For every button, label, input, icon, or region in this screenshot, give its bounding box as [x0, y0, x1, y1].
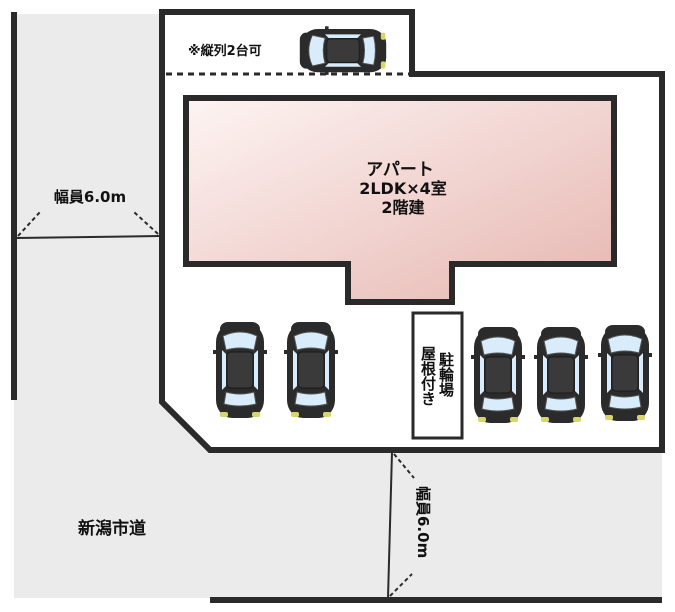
- dimension-tick-left: [133, 211, 159, 235]
- dimension-tick-bottom: [389, 573, 413, 597]
- dimension-tick-left: [17, 211, 41, 237]
- building-label-line2: 2LDK×4室: [359, 179, 447, 198]
- car-icon: [299, 25, 387, 76]
- city-road-label: 新潟市道: [78, 518, 146, 539]
- road-width-bottom-label: 幅員6.0m: [414, 486, 432, 558]
- dimension-line-left: [15, 235, 161, 239]
- road-left: [14, 14, 162, 404]
- dimension-tick-bottom: [393, 453, 415, 479]
- bicycle-label-col2: 駐輪場: [437, 351, 455, 398]
- tandem-parking-label: ※縦列2台可: [188, 43, 262, 59]
- apartment-building: [183, 95, 617, 305]
- bicycle-parking: [411, 311, 464, 440]
- car-icon: [470, 326, 526, 424]
- bicycle-label-col1: 屋根付き: [419, 346, 437, 406]
- building-label-line3: 2階建: [381, 198, 424, 217]
- building-label-line1: アパート: [366, 160, 434, 180]
- dimension-line-bottom: [387, 451, 393, 599]
- road-width-left-label: 幅員6.0m: [54, 188, 126, 206]
- car-icon: [597, 324, 653, 422]
- car-icon: [533, 326, 589, 424]
- car-icon: [212, 321, 268, 419]
- car-icon: [283, 321, 339, 419]
